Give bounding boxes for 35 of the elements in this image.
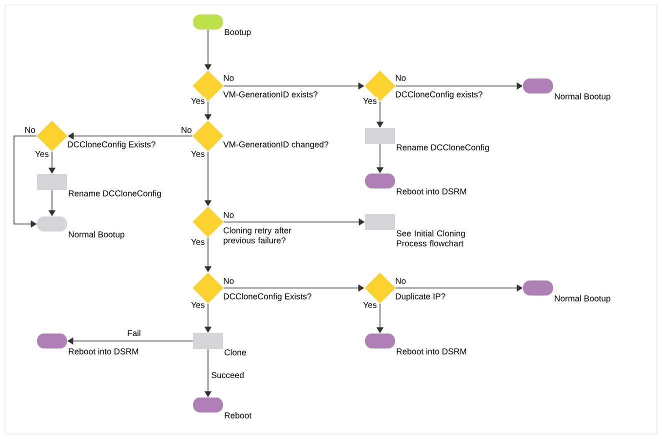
edge-label: Yes	[190, 301, 206, 309]
node-label: Normal Bootup	[554, 93, 610, 102]
edge-label: Fail	[126, 328, 142, 338]
edge-label: No	[24, 126, 36, 134]
edge-label: Yes	[34, 150, 50, 158]
node-label: Duplicate IP?	[396, 293, 446, 302]
edge-label: Yes	[190, 150, 206, 158]
node-label: See Initial Cloning Process flowchart	[396, 230, 465, 246]
node-label: Reboot	[224, 412, 252, 418]
node-label: Reboot into DSRM	[396, 348, 466, 354]
node-label: Cloning retry after previous failure?	[224, 227, 292, 246]
edge-label: No	[394, 74, 408, 82]
edge-label: Succeed	[210, 370, 246, 380]
edge-label: No	[222, 74, 236, 82]
edge-label: No	[222, 277, 236, 285]
node-label: Reboot into DSRM	[68, 348, 138, 354]
node-label: Normal Bootup	[554, 295, 610, 304]
node-label: DCCloneConfig Exists?	[224, 293, 312, 302]
node-label: Clone	[224, 349, 246, 356]
edge-label: Yes	[362, 97, 378, 105]
edge-label: Yes	[190, 238, 206, 246]
edge-label: Yes	[190, 97, 206, 105]
edge-label: No	[180, 126, 193, 134]
node-label: Reboot into DSRM	[396, 188, 466, 194]
node-label: VM-GenerationID changed?	[223, 141, 328, 150]
node-label: DCCloneConfig Exists?	[68, 141, 156, 150]
node-label: Bootup	[224, 29, 251, 37]
node-label: Normal Bootup	[68, 231, 124, 240]
edge-label: No	[394, 277, 408, 285]
node-label: DCCloneConfig exists?	[396, 91, 482, 100]
edge-label: Yes	[362, 301, 378, 309]
node-label: Rename DCCloneConfig	[68, 190, 161, 198]
node-label: Rename DCCloneConfig	[396, 144, 489, 152]
node-label: VM-GenerationID exists?	[223, 91, 318, 98]
edge-label: No	[222, 211, 236, 219]
